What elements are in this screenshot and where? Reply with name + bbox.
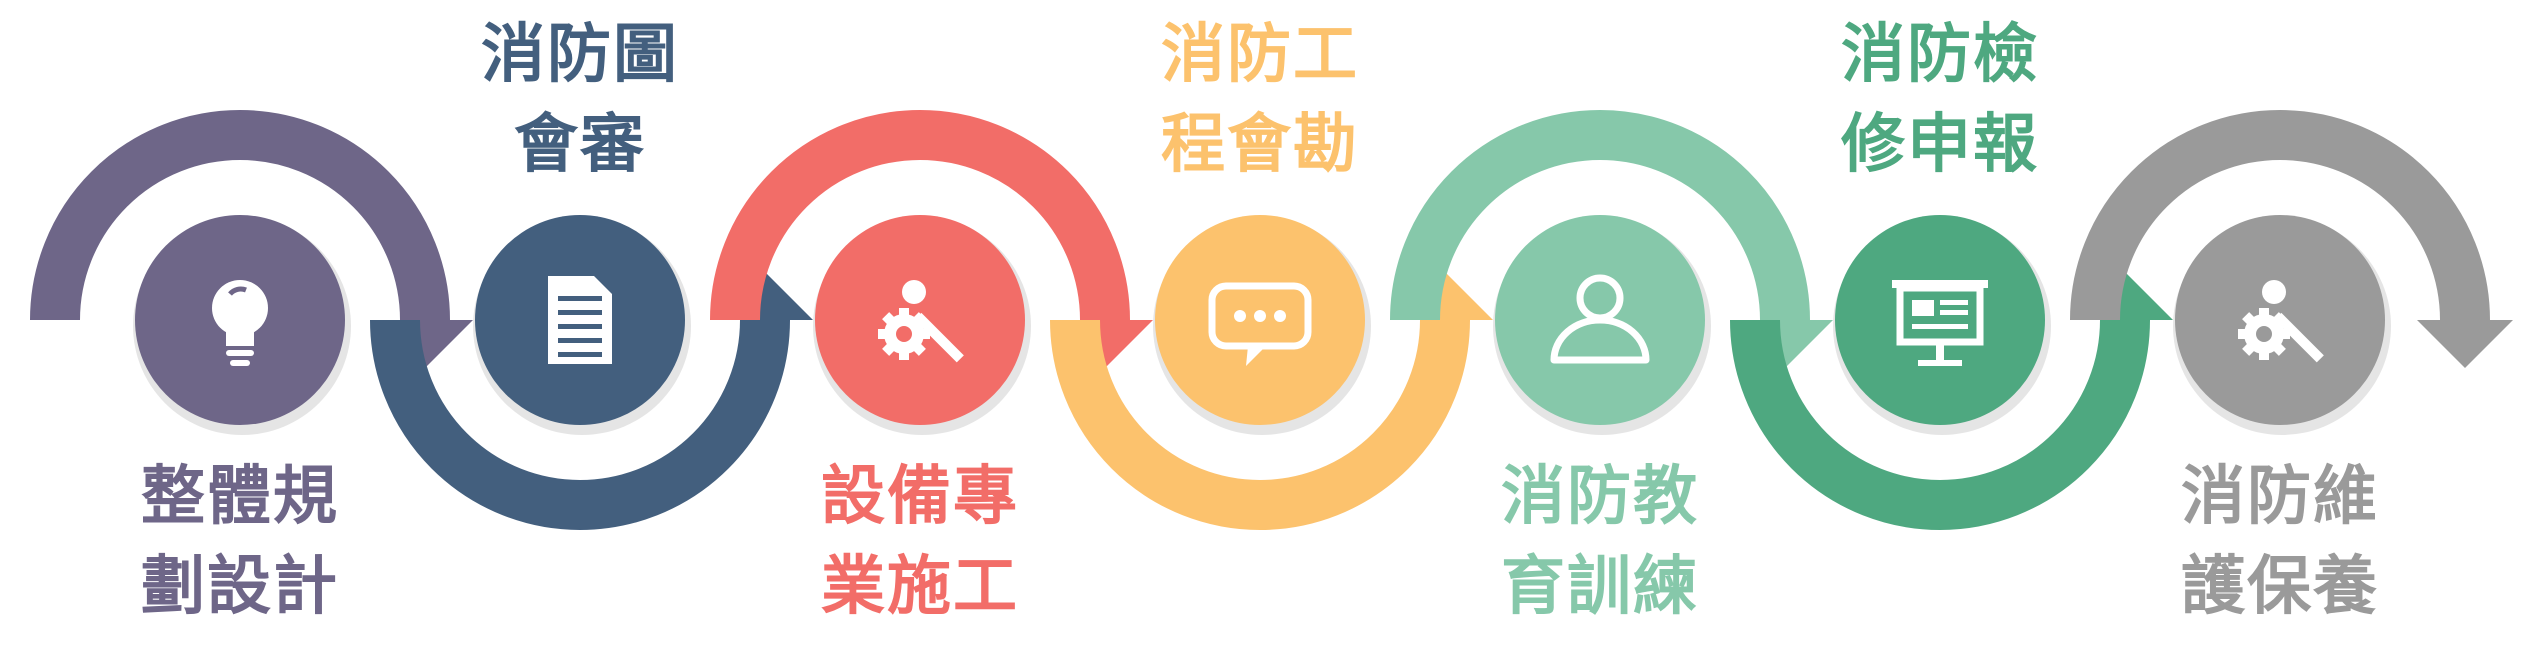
wrench-gear-icon — [2238, 280, 2324, 363]
lightbulb-icon — [212, 280, 268, 366]
step-label-line: 消防檢 — [1841, 18, 2039, 92]
step-label-1: 整體規 劃設計 — [110, 452, 370, 632]
chat-bubble-icon — [1208, 282, 1312, 366]
flow-arc-arrow — [2070, 110, 2513, 368]
step-label-line: 程會勘 — [1161, 108, 1359, 182]
step-label-4: 消防工 程會勘 — [1130, 10, 1390, 190]
user-icon — [1550, 274, 1650, 364]
step-node-1 — [133, 215, 351, 435]
step-node-7 — [2173, 215, 2391, 435]
step-label-line: 整體規 — [141, 460, 339, 534]
step-label-3: 設備專 業施工 — [790, 452, 1050, 632]
wrench-gear-icon — [878, 280, 964, 363]
step-label-line: 業施工 — [821, 550, 1019, 624]
step-node-6 — [1833, 215, 2051, 435]
presentation-board-icon — [1892, 280, 1988, 366]
step-label-2: 消防圖 會審 — [450, 10, 710, 190]
node-circle — [1835, 215, 2045, 425]
step-label-line: 修申報 — [1841, 108, 2039, 182]
step-label-line: 消防圖 — [481, 18, 679, 92]
step-label-5: 消防教 育訓練 — [1470, 452, 1730, 632]
step-label-line: 育訓練 — [1501, 550, 1699, 624]
step-label-line: 消防工 — [1161, 18, 1359, 92]
step-label-line: 消防維 — [2181, 460, 2379, 534]
step-label-line: 護保養 — [2181, 550, 2379, 624]
step-label-line: 消防教 — [1501, 460, 1699, 534]
step-label-line: 設備專 — [821, 460, 1019, 534]
step-node-2 — [473, 215, 691, 435]
step-label-line: 會審 — [514, 108, 646, 182]
step-label-line: 劃設計 — [141, 550, 339, 624]
document-icon — [548, 276, 612, 364]
step-node-4 — [1153, 215, 1371, 435]
step-node-3 — [813, 215, 1031, 435]
arrowhead — [2417, 320, 2513, 368]
step-label-6: 消防檢 修申報 — [1810, 10, 2070, 190]
step-label-7: 消防維 護保養 — [2150, 452, 2410, 632]
step-node-5 — [1493, 215, 1711, 435]
